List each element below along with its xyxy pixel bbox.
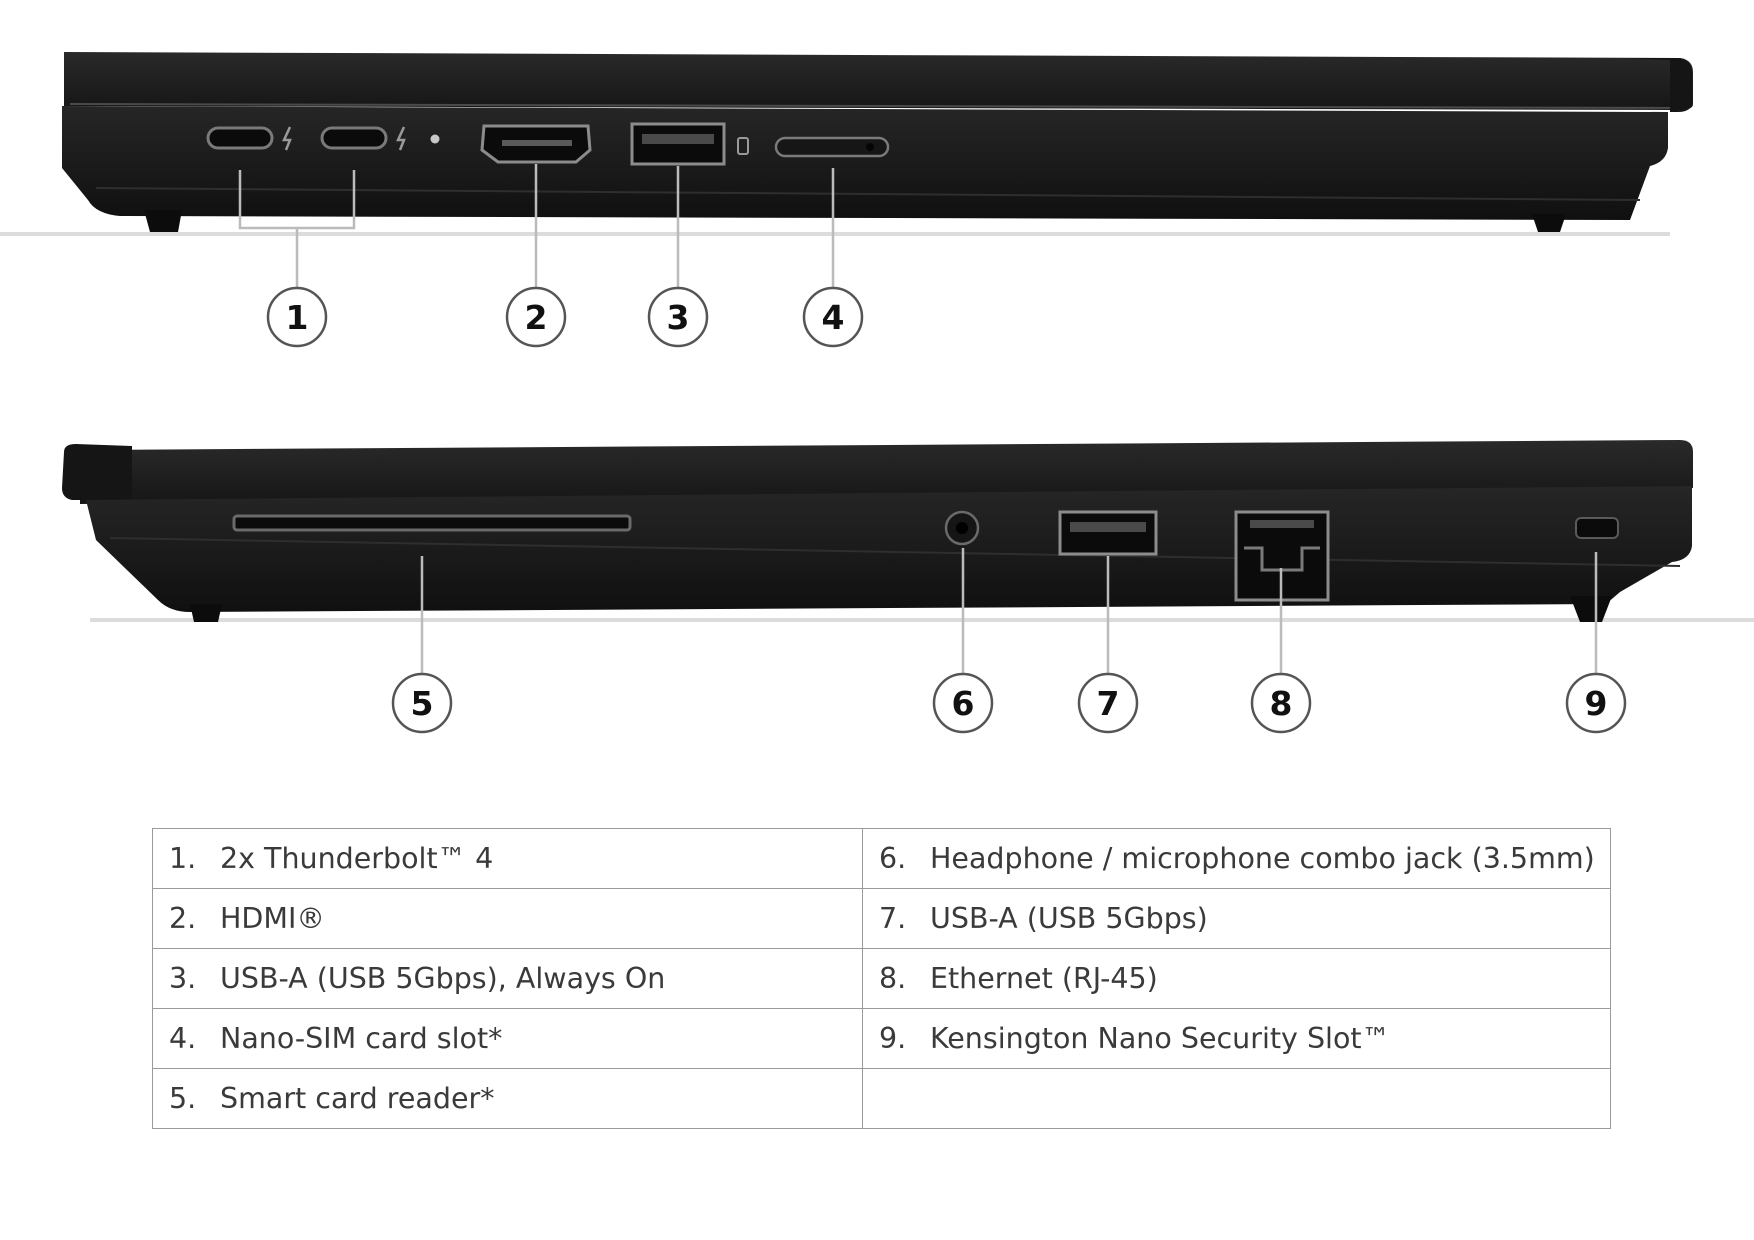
callout-number: 9 — [1585, 684, 1608, 723]
callout-number: 1 — [286, 298, 309, 337]
table-row: 1. 2x Thunderbolt™ 4 6. Headphone / microph… — [152, 828, 1611, 889]
surface-shadow — [0, 232, 1670, 236]
callout-number: 4 — [822, 298, 845, 337]
leader-lines-right — [420, 548, 1598, 674]
surface-shadow — [90, 618, 1754, 622]
leader-lines-left — [238, 164, 835, 288]
sim-eject-hole — [866, 143, 874, 151]
usb-a-port — [1058, 510, 1158, 556]
ethernet-port — [1234, 510, 1330, 602]
audio-jack-hole — [956, 522, 968, 534]
legend-label: Nano-SIM card slot* — [220, 1022, 503, 1055]
hinge-bump — [62, 444, 132, 500]
callout-3: 3 — [647, 286, 709, 348]
thunderbolt-icon — [282, 126, 292, 151]
foot-right — [1570, 596, 1612, 622]
legend-cell: 7. USB-A (USB 5Gbps) — [862, 888, 1611, 949]
legend-number: 7. — [879, 902, 907, 935]
callout-number: 5 — [411, 684, 434, 723]
callout-number: 8 — [1270, 684, 1293, 723]
lid — [64, 52, 1693, 110]
callout-6: 6 — [932, 672, 994, 734]
callout-5: 5 — [391, 672, 453, 734]
callout-4: 4 — [802, 286, 864, 348]
legend-cell: 2. HDMI® — [152, 888, 863, 949]
callout-8: 8 — [1250, 672, 1312, 734]
callout-1: 1 — [266, 286, 328, 348]
callout-number: 6 — [952, 684, 975, 723]
callout-circle — [1565, 672, 1627, 734]
legend-number: 6. — [879, 842, 907, 875]
lid-edge-highlight — [69, 103, 1681, 109]
legend-label: HDMI® — [220, 902, 325, 935]
kensington-slot — [1575, 517, 1619, 539]
table-row: 2. HDMI® 7. USB-A (USB 5Gbps) — [152, 888, 1611, 949]
legend-number: 5. — [169, 1082, 197, 1115]
led-indicator — [430, 134, 440, 144]
hdmi-pins — [502, 140, 572, 146]
callout-circle — [1077, 672, 1139, 734]
legend-number: 1. — [169, 842, 197, 875]
callout-circle — [1250, 672, 1312, 734]
usb-c-port-2 — [320, 126, 388, 150]
legend-label: Ethernet (RJ-45) — [930, 962, 1158, 995]
callout-circle — [505, 286, 567, 348]
legend-cell: 3. USB-A (USB 5Gbps), Always On — [152, 948, 863, 1009]
usb-a-tongue — [1070, 522, 1146, 532]
base — [86, 486, 1692, 612]
table-row: 4. Nano-SIM card slot* 9. Kensington Nano S… — [152, 1008, 1611, 1069]
legend-cell: 6. Headphone / microphone combo jack (3.5… — [862, 828, 1611, 889]
laptop-right-side-view — [62, 440, 1754, 674]
callout-number: 2 — [525, 298, 548, 337]
legend-number: 9. — [879, 1022, 907, 1055]
lid — [80, 440, 1693, 504]
foot-left — [144, 210, 182, 232]
callout-circle — [932, 672, 994, 734]
callout-circle — [802, 286, 864, 348]
nano-sim-tray — [774, 136, 890, 158]
legend-cell: 5. Smart card reader* — [152, 1068, 863, 1129]
legend-cell: 1. 2x Thunderbolt™ 4 — [152, 828, 863, 889]
table-row: 5. Smart card reader* — [152, 1068, 1611, 1129]
legend-label: USB-A (USB 5Gbps), Always On — [220, 962, 666, 995]
callout-number: 7 — [1097, 684, 1120, 723]
callout-circle — [391, 672, 453, 734]
ethernet-pins — [1250, 520, 1314, 528]
callout-7: 7 — [1077, 672, 1139, 734]
callout-2: 2 — [505, 286, 567, 348]
base — [62, 106, 1668, 220]
legend-label: Smart card reader* — [220, 1082, 495, 1115]
usb-a-tongue — [642, 134, 714, 144]
callout-circle — [647, 286, 709, 348]
legend-label: Headphone / microphone combo jack (3.5mm… — [930, 842, 1595, 875]
table-row: 3. USB-A (USB 5Gbps), Always On 8. Ethernet… — [152, 948, 1611, 1009]
callout-number: 3 — [667, 298, 690, 337]
base-crease — [109, 537, 1681, 567]
thunderbolt-icon — [396, 126, 406, 151]
smart-card-slot — [232, 514, 632, 532]
callout-circle — [266, 286, 328, 348]
callouts: 1 2 3 4 5 6 7 8 9 — [266, 286, 1627, 734]
laptop-left-side-view — [0, 52, 1693, 288]
legend-cell: 8. Ethernet (RJ-45) — [862, 948, 1611, 1009]
legend-cell: 9. Kensington Nano Security Slot™ — [862, 1008, 1611, 1069]
legend-cell — [862, 1068, 1611, 1129]
battery-icon — [737, 137, 749, 155]
legend-label: Kensington Nano Security Slot™ — [930, 1022, 1391, 1055]
legend-label: 2x Thunderbolt™ 4 — [220, 842, 494, 875]
foot-left — [190, 604, 222, 622]
hinge-bump — [1622, 58, 1692, 112]
legend-cell: 4. Nano-SIM card slot* — [152, 1008, 863, 1069]
usb-c-port-1 — [206, 126, 274, 150]
legend-number: 3. — [169, 962, 197, 995]
legend-number: 4. — [169, 1022, 197, 1055]
ports-legend-table: 1. 2x Thunderbolt™ 4 6. Headphone / microph… — [152, 828, 1611, 1129]
legend-number: 2. — [169, 902, 197, 935]
foot-right — [1532, 214, 1566, 232]
callout-9: 9 — [1565, 672, 1627, 734]
legend-number: 8. — [879, 962, 907, 995]
legend-label: USB-A (USB 5Gbps) — [930, 902, 1208, 935]
